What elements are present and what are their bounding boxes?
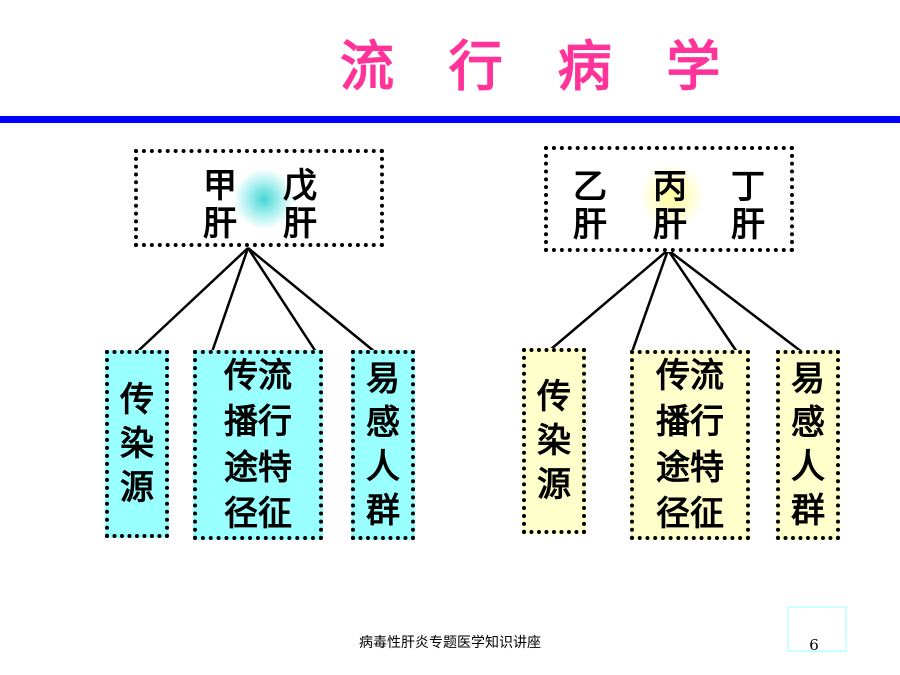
type-jia: 甲肝: [203, 166, 237, 244]
right-leaf-source: 传染源: [522, 348, 586, 534]
connector-left-1: [136, 247, 249, 353]
left-leaf-source-label: 传染源: [120, 380, 154, 508]
right-leaf-susceptible: 易感人群: [776, 350, 840, 540]
connector-left-4: [247, 247, 376, 353]
title-divider: [0, 116, 900, 123]
right-leaf-susceptible-label: 易感人群: [791, 359, 825, 531]
right-leaf-transmission-label: 传流播行途特径征: [656, 356, 724, 534]
left-leaf-transmission-label: 传流播行途特径征: [224, 356, 292, 534]
right-leaf-source-label: 传染源: [537, 377, 571, 505]
footer-text: 病毒性肝炎专题医学知识讲座: [359, 635, 541, 651]
left-leaf-susceptible: 易感人群: [351, 350, 415, 540]
left-leaf-source: 传染源: [105, 350, 169, 538]
left-glow: [234, 169, 294, 229]
type-wu: 戊肝: [283, 166, 317, 244]
right-type-box: 乙肝 丙肝 丁肝: [544, 146, 794, 252]
page-number-box: 6: [787, 606, 847, 654]
left-type-box: 甲肝 戊肝: [134, 149, 384, 247]
type-yi: 乙肝: [573, 167, 607, 245]
connector-right-3: [666, 249, 739, 353]
page-number: 6: [809, 636, 819, 654]
left-leaf-susceptible-label: 易感人群: [366, 359, 400, 531]
type-ding: 丁肝: [731, 167, 765, 245]
type-bing: 丙肝: [653, 167, 687, 245]
connector-right-2: [630, 249, 670, 353]
slide-title: 流 行 病 学: [340, 35, 739, 98]
connector-left-2: [210, 247, 250, 353]
connector-left-3: [246, 247, 318, 353]
connector-right-1: [549, 249, 669, 351]
right-glow: [640, 164, 704, 228]
right-leaf-transmission: 传流播行途特径征: [630, 350, 750, 540]
connector-right-4: [667, 249, 803, 353]
left-leaf-transmission: 传流播行途特径征: [193, 350, 323, 540]
